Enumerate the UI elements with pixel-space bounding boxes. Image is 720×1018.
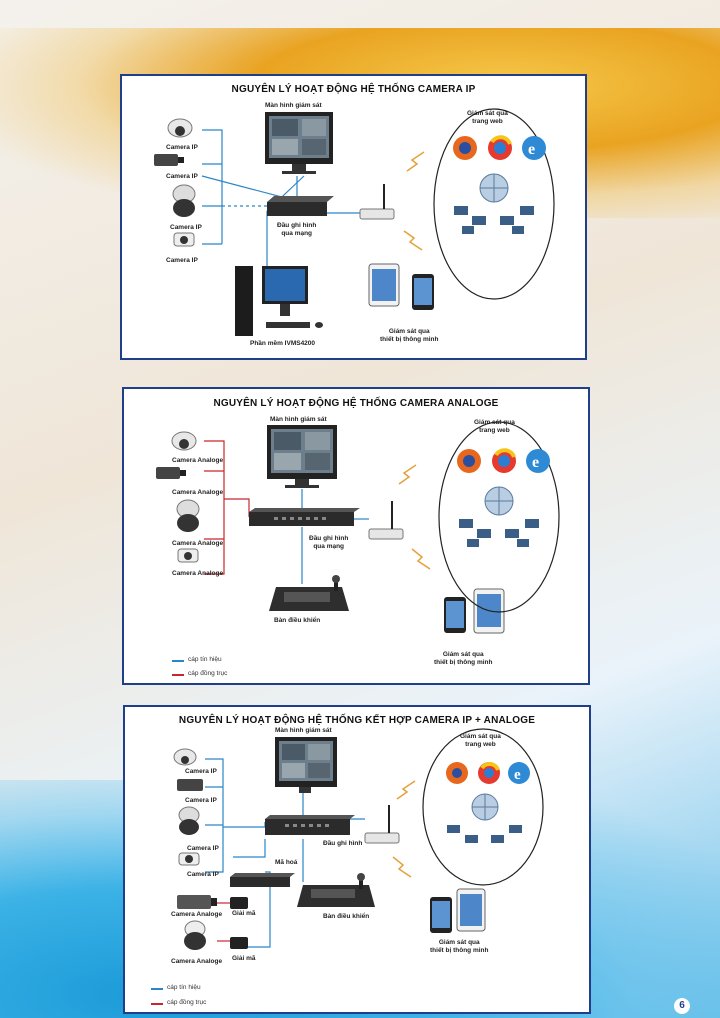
encoder-label: Mã hoá — [275, 859, 298, 866]
browser-icons: e — [446, 762, 530, 784]
camera-label: Camera Analoge — [172, 457, 224, 464]
smart-label: Giám sát qua thiết bị thông minh — [380, 328, 439, 343]
legend-signal-line — [151, 988, 163, 990]
decoder-icon — [230, 897, 248, 949]
camera-label: Camera IP — [170, 224, 202, 231]
smart-label: Giám sát qua thiết bị thông minh — [434, 651, 493, 666]
camera-label: Camera IP — [187, 845, 219, 852]
legend-coax-line — [151, 1003, 163, 1005]
camera-label: Camera Analoge — [172, 570, 224, 577]
svg-text:e: e — [532, 454, 539, 471]
analog-camera-icon — [156, 431, 200, 563]
monitor-icon — [267, 425, 337, 488]
legend-signal-line — [172, 660, 184, 662]
decoder-label: Giải mã — [232, 910, 256, 917]
software-label: Phần mềm IVMS4200 — [250, 340, 316, 347]
diagram-analoge: e — [156, 421, 560, 634]
svg-text:e: e — [528, 141, 535, 158]
camera-label: Camera IP — [185, 797, 217, 804]
analog-camera-icon — [177, 895, 217, 950]
web-label: Giám sát qua trang web — [467, 110, 508, 125]
smart-devices-icon — [444, 588, 505, 634]
page-number: 6 — [674, 998, 690, 1014]
panel-title: NGUYÊN LÝ HOẠT ĐỘNG HỆ THỐNG CAMERA ANAL… — [213, 398, 499, 409]
browser-icons: e — [457, 448, 550, 473]
camera-label: Camera IP — [166, 257, 198, 264]
router-icon — [364, 805, 400, 844]
network-globe-icon — [459, 486, 539, 547]
pc-icon — [235, 266, 323, 336]
controller-label: Bàn điều khiển — [274, 617, 321, 624]
smart-devices-icon — [430, 888, 486, 933]
monitor-icon — [275, 737, 337, 793]
camera-label: Camera IP — [166, 173, 198, 180]
web-label: Giám sát qua trang web — [474, 419, 515, 434]
router-icon — [359, 184, 395, 220]
decoder-label: Giải mã — [232, 955, 256, 962]
legend-coax: cáp đồng trục — [167, 999, 207, 1006]
web-label: Giám sát qua trang web — [460, 733, 501, 748]
monitor-icon — [265, 112, 333, 174]
legend-signal: cáp tín hiệu — [188, 656, 222, 663]
panel-camera-ip: NGUYÊN LÝ HOẠT ĐỘNG HỆ THỐNG CAMERA IP — [120, 74, 587, 360]
ip-camera-icon — [154, 118, 196, 247]
network-globe-icon — [454, 173, 534, 234]
camera-label: Camera Analoge — [171, 911, 223, 918]
legend-coax-line — [172, 674, 184, 676]
monitor-label: Màn hình giám sát — [265, 102, 322, 109]
monitor-label: Màn hình giám sát — [275, 727, 332, 734]
router-icon — [368, 501, 404, 540]
panel-camera-combined: NGUYÊN LÝ HOẠT ĐỘNG HỆ THỐNG KẾT HỢP CAM… — [123, 705, 591, 1014]
network-globe-icon — [447, 793, 522, 843]
camera-label: Camera IP — [166, 144, 198, 151]
camera-label: Camera Analoge — [172, 489, 224, 496]
panel-title: NGUYÊN LÝ HOẠT ĐỘNG HỆ THỐNG CAMERA IP — [231, 84, 476, 95]
nvr-label: Đầu ghi hình — [323, 840, 363, 847]
smart-devices-icon — [368, 263, 434, 310]
svg-text:e: e — [514, 767, 521, 783]
browser-icons: e — [453, 135, 546, 160]
controller-label: Bàn điều khiển — [323, 913, 370, 920]
nvr-icon — [265, 815, 355, 835]
legend-coax: cáp đồng trục — [188, 670, 228, 677]
nvr-icon — [267, 196, 334, 216]
ip-camera-icon — [173, 748, 203, 866]
nvr-label: Đầu ghi hình qua mạng — [277, 222, 317, 237]
diagram-ip: e — [154, 108, 555, 336]
monitor-label: Màn hình giám sát — [270, 416, 327, 423]
camera-label: Camera IP — [185, 768, 217, 775]
camera-label: Camera Analoge — [172, 540, 224, 547]
camera-label: Camera IP — [187, 871, 219, 878]
panel-title: NGUYÊN LÝ HOẠT ĐỘNG HỆ THỐNG KẾT HỢP CAM… — [178, 715, 536, 726]
diagram-combined: e — [173, 728, 544, 950]
controller-icon — [269, 575, 349, 611]
dvr-icon — [249, 508, 360, 526]
smart-label: Giám sát qua thiết bị thông minh — [430, 939, 489, 954]
camera-label: Camera Analoge — [171, 958, 223, 965]
controller-icon — [297, 873, 375, 907]
legend-signal: cáp tín hiệu — [167, 984, 201, 991]
encoder-icon — [230, 873, 295, 887]
dvr-label: Đầu ghi hình qua mạng — [309, 535, 349, 550]
panel-camera-analoge: NGUYÊN LÝ HOẠT ĐỘNG HỆ THỐNG CAMERA ANAL… — [122, 387, 590, 685]
